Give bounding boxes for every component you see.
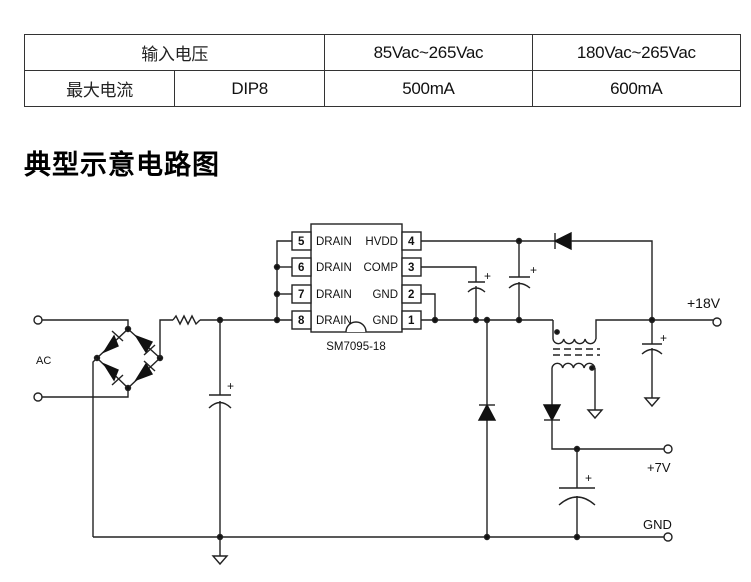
svg-text:+: + — [484, 269, 491, 283]
pin-number: 1 — [408, 315, 415, 327]
table-row: 最大电流 DIP8 500mA 600mA — [23, 70, 742, 107]
diode-icon — [102, 362, 124, 386]
hvdd-capacitor: + — [508, 241, 537, 320]
svg-text:+: + — [227, 379, 234, 393]
input-voltage-range-1: 85Vac~265Vac — [324, 34, 533, 71]
pin-number: 4 — [408, 236, 415, 248]
diode-icon — [134, 360, 156, 382]
input-voltage-label: 输入电压 — [23, 34, 326, 71]
ground-icon — [643, 397, 661, 408]
bridge-rectifier — [93, 325, 164, 392]
ground-icon — [211, 555, 229, 566]
out-7v-capacitor: + — [558, 449, 596, 537]
svg-text:+: + — [660, 331, 667, 345]
out-7v-label: +7V — [647, 460, 671, 475]
comp-capacitor: + — [467, 269, 491, 320]
pin-name: DRAIN — [316, 236, 352, 248]
out-18v-label: +18V — [687, 295, 721, 311]
pin-number: 2 — [408, 289, 414, 301]
bulk-capacitor: + — [208, 320, 234, 537]
spec-table: 输入电压 85Vac~265Vac 180Vac~265Vac 最大电流 DIP… — [23, 34, 742, 107]
diode-icon — [553, 231, 572, 251]
pin-name: GND — [372, 289, 398, 301]
section-title: 典型示意电路图 — [24, 150, 220, 181]
pin-name: GND — [372, 315, 398, 327]
diode-icon — [477, 403, 497, 421]
transformer-icon — [551, 319, 652, 371]
ac-input: AC — [33, 315, 129, 402]
ac-label: AC — [36, 355, 51, 367]
out-7v-terminal — [663, 444, 673, 454]
pin-number: 6 — [298, 262, 304, 274]
ic-notch — [345, 321, 367, 333]
pin-number: 5 — [298, 236, 305, 248]
ac-terminal-bottom — [33, 392, 43, 402]
pin-name: COMP — [364, 262, 399, 274]
resistor-icon — [172, 314, 201, 326]
ground-icon — [586, 409, 604, 420]
pin-number: 7 — [298, 289, 304, 301]
out-18v-capacitor: + — [641, 320, 667, 398]
pin-number: 8 — [298, 315, 305, 327]
pin-name: DRAIN — [316, 262, 352, 274]
svg-text:+: + — [530, 263, 537, 277]
diode-icon — [542, 404, 562, 422]
max-current-label: 最大电流 — [23, 70, 176, 107]
gnd-terminal — [663, 532, 673, 542]
ic-part-number: SM7095-18 — [326, 341, 385, 353]
pin-name: DRAIN — [316, 289, 352, 301]
max-current-2: 600mA — [531, 70, 742, 107]
diode-icon — [102, 330, 124, 354]
out-18v-terminal — [712, 317, 722, 327]
pin-number: 3 — [408, 262, 414, 274]
diode-icon — [134, 334, 156, 356]
pin-name: DRAIN — [316, 315, 352, 327]
gnd-label: GND — [643, 517, 672, 532]
ac-terminal-top — [33, 315, 43, 325]
svg-text:+: + — [585, 471, 592, 485]
pin-name: HVDD — [365, 236, 398, 248]
table-row: 输入电压 85Vac~265Vac 180Vac~265Vac — [23, 34, 742, 71]
ic-sm7095: 5 6 7 8 DRAIN DRAIN DRAIN DRAIN 4 3 2 1 … — [291, 223, 422, 353]
